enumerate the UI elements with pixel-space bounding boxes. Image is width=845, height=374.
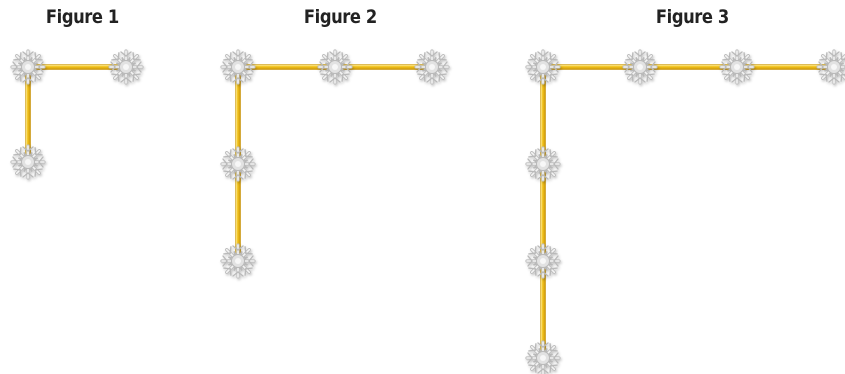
- node-3-3-icon: [719, 49, 755, 85]
- node-2-4-icon: [220, 146, 256, 182]
- node-1-3-icon: [10, 144, 46, 180]
- node-3-4-icon: [816, 49, 845, 85]
- node-1-2-icon: [108, 49, 144, 85]
- node-3-2-icon: [622, 49, 658, 85]
- figure-3-title: Figure 3: [655, 6, 729, 28]
- node-2-3-icon: [414, 49, 450, 85]
- node-3-1-icon: [525, 49, 561, 85]
- node-1-1-icon: [10, 49, 46, 85]
- node-2-1-icon: [220, 49, 256, 85]
- node-2-2-icon: [317, 49, 353, 85]
- node-3-7-icon: [525, 340, 561, 374]
- node-2-5-icon: [220, 243, 256, 279]
- node-3-5-icon: [525, 146, 561, 182]
- node-3-6-icon: [525, 243, 561, 279]
- figure-1-title: Figure 1: [45, 6, 119, 28]
- figure-2-title: Figure 2: [303, 6, 377, 28]
